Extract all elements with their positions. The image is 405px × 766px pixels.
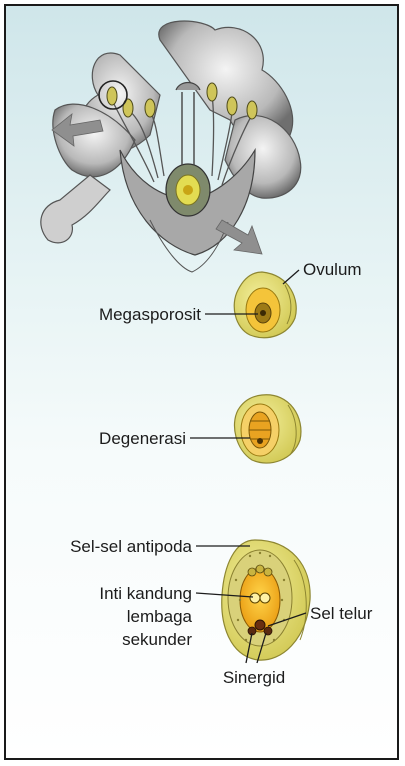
label-degenerasi: Degenerasi [99, 429, 186, 448]
ovule-stage-embryo-sac [222, 540, 310, 660]
label-sel-telur: Sel telur [310, 604, 373, 623]
ovule-stage-megasporocyte [234, 272, 296, 338]
label-ovulum: Ovulum [303, 260, 362, 279]
antipodal-cell [256, 565, 264, 573]
flower-illustration [41, 21, 301, 272]
antipodal-cell [264, 568, 272, 576]
anther [207, 83, 217, 101]
petal [41, 175, 110, 243]
polar-nucleus [260, 593, 270, 603]
anther [227, 97, 237, 115]
label-sel-sel-antipoda: Sel-sel antipoda [70, 537, 192, 556]
anther [145, 99, 155, 117]
egg-cell [255, 620, 265, 630]
label-inti-kandung-line2: lembaga [127, 607, 193, 626]
label-inti-kandung-line1: Inti kandung [99, 584, 192, 603]
label-sinergid: Sinergid [223, 668, 285, 687]
anther [247, 101, 257, 119]
label-inti-kandung-line3: sekunder [122, 630, 192, 649]
antipodal-cell [248, 568, 256, 576]
style [182, 92, 194, 165]
polar-nucleus [250, 593, 260, 603]
ovule-stage-degeneration [234, 395, 300, 463]
anther [107, 87, 117, 105]
label-megasporosit: Megasporosit [99, 305, 201, 324]
